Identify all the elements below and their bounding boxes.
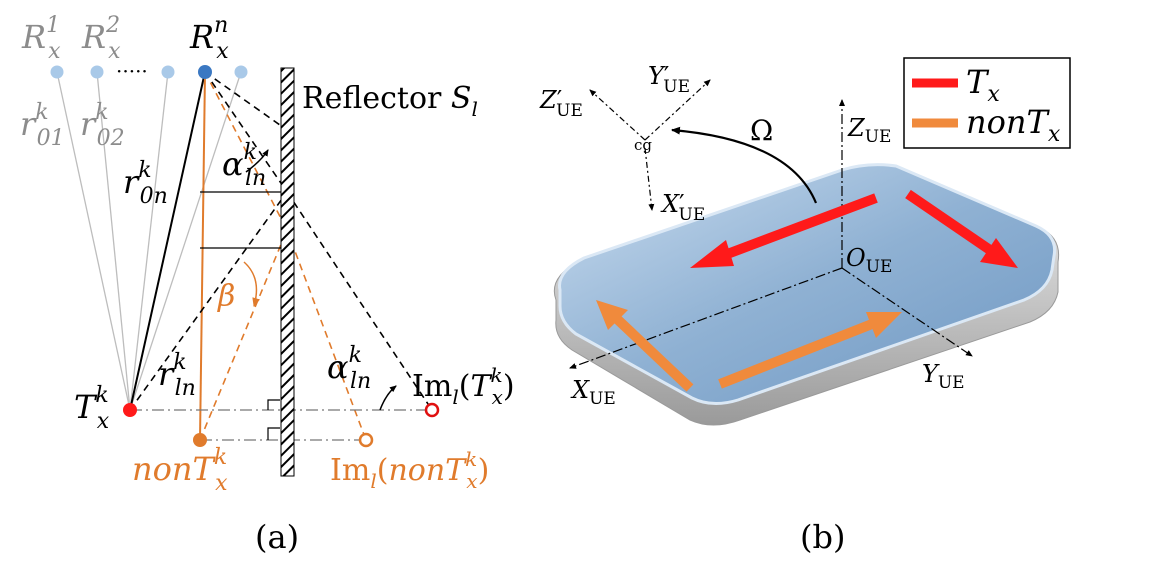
x-axis-label: XUE — [570, 376, 616, 409]
panel-b-label: (b) — [800, 518, 845, 556]
right-angle-2 — [267, 427, 280, 440]
x-prime-label: X′UE — [660, 190, 705, 225]
y-prime-label: Y′UE — [648, 62, 690, 97]
ray-r02 — [96, 71, 131, 411]
receiver-ellipsis: ····· — [116, 59, 148, 83]
receiver-dot-n — [198, 65, 212, 79]
receiver-dot-1 — [50, 65, 64, 79]
alpha-arc-image — [379, 385, 397, 411]
reflect-upper — [204, 71, 288, 131]
legend-box — [903, 57, 1071, 149]
rotation-arrow — [671, 126, 818, 204]
alpha-arc — [245, 149, 269, 173]
direct-path — [129, 71, 206, 411]
non-tx-dot — [193, 433, 207, 447]
tx-arrow-1 — [690, 193, 878, 268]
beta-label: β — [217, 279, 235, 314]
reflect-incident — [129, 191, 288, 411]
panel-a-label: (a) — [255, 518, 299, 556]
non-tx-arrow-2 — [718, 312, 902, 389]
legend-label-non-tx: nonTx — [966, 103, 1061, 147]
image-tx-dot — [424, 402, 440, 418]
ray-r01 — [56, 71, 131, 411]
reflector-wall — [280, 67, 295, 477]
ray-r03 — [129, 71, 169, 411]
reflect-out — [204, 71, 288, 193]
x-axis — [569, 267, 843, 369]
receiver-dot-5 — [234, 65, 248, 79]
tx-arrow-2 — [905, 189, 1018, 268]
z-axis-label: ZUE — [847, 114, 891, 147]
z-prime-axis — [589, 89, 646, 141]
image-non-tx-dot — [358, 432, 374, 448]
reflector-label: Reflector Sl — [302, 81, 478, 121]
x-prime-axis — [644, 147, 655, 211]
y-prime-axis — [644, 79, 711, 141]
ray-r04 — [129, 71, 242, 411]
panel-b: Tx nonTx Y′UE Z′UE X′UE cg Ω ZUE OUE XUE… — [539, 57, 1071, 556]
y-axis-label: YUE — [922, 360, 965, 393]
z-prime-label: Z′UE — [539, 86, 583, 121]
legend-label-tx: Tx — [966, 63, 1000, 107]
receiver-dot-2 — [90, 65, 104, 79]
tx-dot — [123, 403, 137, 417]
beta-arc — [243, 261, 261, 307]
y-axis — [841, 267, 973, 357]
origin-label: OUE — [846, 244, 892, 277]
image-extension — [286, 191, 433, 411]
non-tx-arrow-1 — [596, 300, 694, 392]
non-tx-direct-path — [199, 71, 206, 441]
receiver-dot-3 — [161, 65, 175, 79]
right-angle-1 — [267, 399, 280, 410]
non-tx-image-extension — [286, 229, 367, 441]
cg-label: cg — [634, 136, 652, 154]
omega-label: Ω — [750, 114, 773, 147]
non-tx-incident — [199, 229, 288, 441]
non-tx-out — [204, 71, 288, 231]
